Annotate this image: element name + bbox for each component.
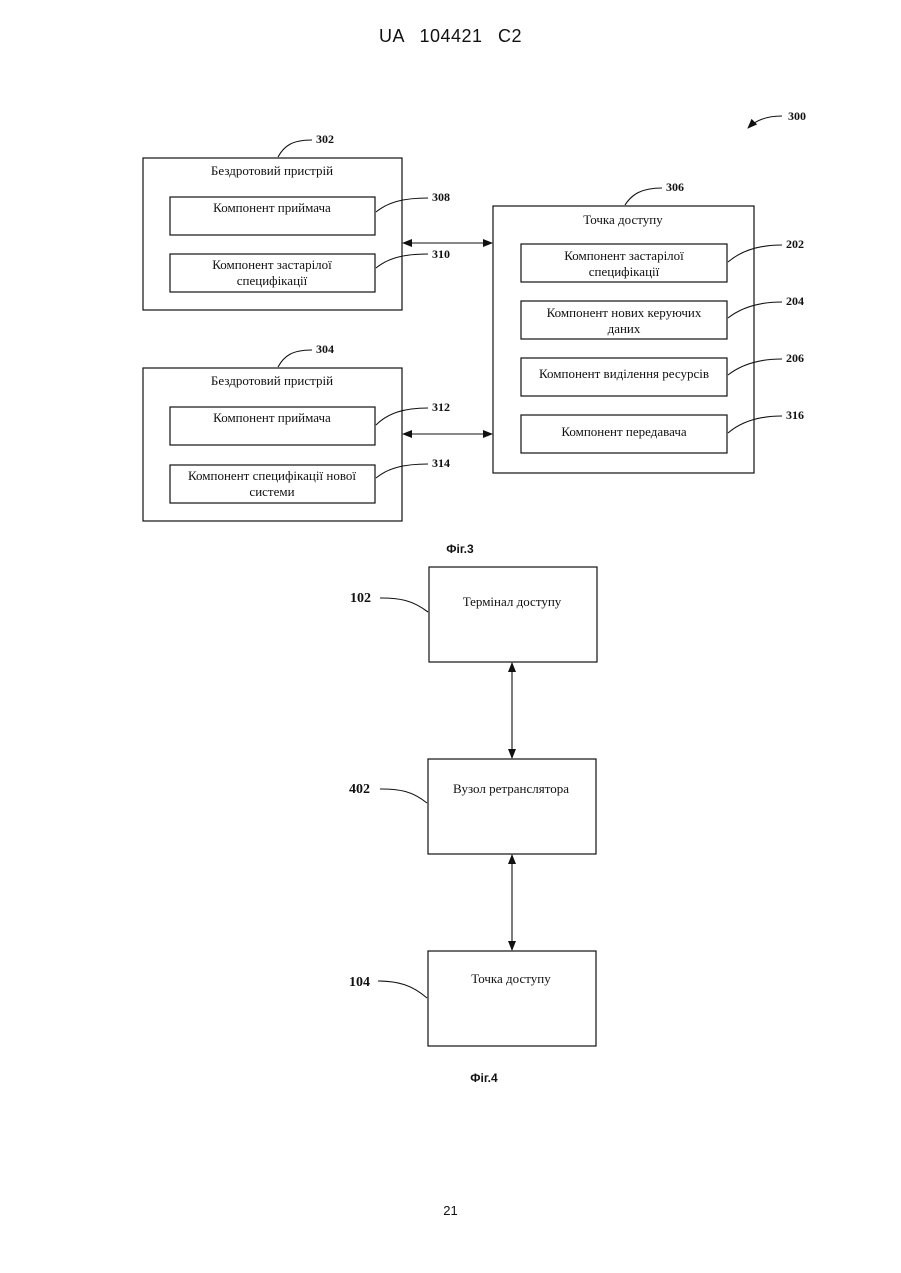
terminal-box [429, 567, 597, 662]
ref-204-label: 204 [786, 294, 804, 308]
ref-302-leader [278, 140, 312, 157]
ref-304-label: 304 [316, 342, 334, 356]
device2-newspec-line1: Компонент специфікації нової [188, 468, 356, 483]
wireless-device-1: Бездротовий пристрій 302 Компонент прийм… [143, 132, 450, 310]
ref-316-label: 316 [786, 408, 804, 422]
device1-legacy-line2: специфікації [237, 273, 308, 288]
ap-transmitter-label: Компонент передавача [561, 424, 687, 439]
ref-300-arrow [748, 116, 782, 128]
fig4-relay: Вузол ретранслятора 402 [349, 759, 596, 854]
wireless-device-2: Бездротовий пристрій 304 Компонент прийм… [143, 342, 450, 521]
page-number: 21 [0, 1203, 901, 1218]
access-point: Точка доступу 306 Компонент застарілої с… [493, 180, 804, 473]
device1-receiver-label: Компонент приймача [213, 200, 331, 215]
device2-newspec-line2: системи [249, 484, 294, 499]
fig4-caption: Фіг.4 [470, 1071, 498, 1085]
fig4-ap-box [428, 951, 596, 1046]
ref-314-label: 314 [432, 456, 450, 470]
ref-302-label: 302 [316, 132, 334, 146]
relay-label: Вузол ретранслятора [453, 781, 569, 796]
relay-box [428, 759, 596, 854]
ap-legacy-line1: Компонент застарілої [564, 248, 684, 263]
ref-308-label: 308 [432, 190, 450, 204]
ap-control-line2: даних [608, 321, 641, 336]
ref-202-leader [728, 245, 782, 262]
ref-300-label: 300 [788, 109, 806, 123]
ref-316-leader [728, 416, 782, 433]
device1-legacy-line1: Компонент застарілої [212, 257, 332, 272]
fig4-ap-label: Точка доступу [471, 971, 551, 986]
ref-312-label: 312 [432, 400, 450, 414]
device2-title: Бездротовий пристрій [211, 373, 333, 388]
fig4-terminal: Термінал доступу 102 [350, 567, 597, 662]
ap-resource-label: Компонент виділення ресурсів [539, 366, 709, 381]
device2-receiver-label: Компонент приймача [213, 410, 331, 425]
fig4-access-point: Точка доступу 104 [349, 951, 596, 1046]
ref-402-label: 402 [349, 782, 370, 797]
ref-104-label: 104 [349, 975, 370, 990]
device1-title: Бездротовий пристрій [211, 163, 333, 178]
ap-title: Точка доступу [583, 212, 663, 227]
ref-204-leader [728, 302, 782, 318]
ap-legacy-line2: специфікації [589, 264, 660, 279]
ref-306-leader [625, 188, 662, 205]
ref-402-leader [380, 789, 427, 803]
ref-206-label: 206 [786, 351, 804, 365]
ref-206-leader [728, 359, 782, 375]
ref-310-label: 310 [432, 247, 450, 261]
ref-306-label: 306 [666, 180, 684, 194]
ref-300-group: 300 [748, 109, 806, 128]
ap-control-line1: Компонент нових керуючих [547, 305, 702, 320]
ref-202-label: 202 [786, 237, 804, 251]
fig3-caption: Фіг.3 [446, 542, 474, 556]
ref-104-leader [378, 981, 427, 998]
ref-304-leader [278, 350, 312, 367]
ref-102-label: 102 [350, 591, 371, 606]
terminal-label: Термінал доступу [463, 594, 562, 609]
ref-102-leader [380, 598, 428, 612]
